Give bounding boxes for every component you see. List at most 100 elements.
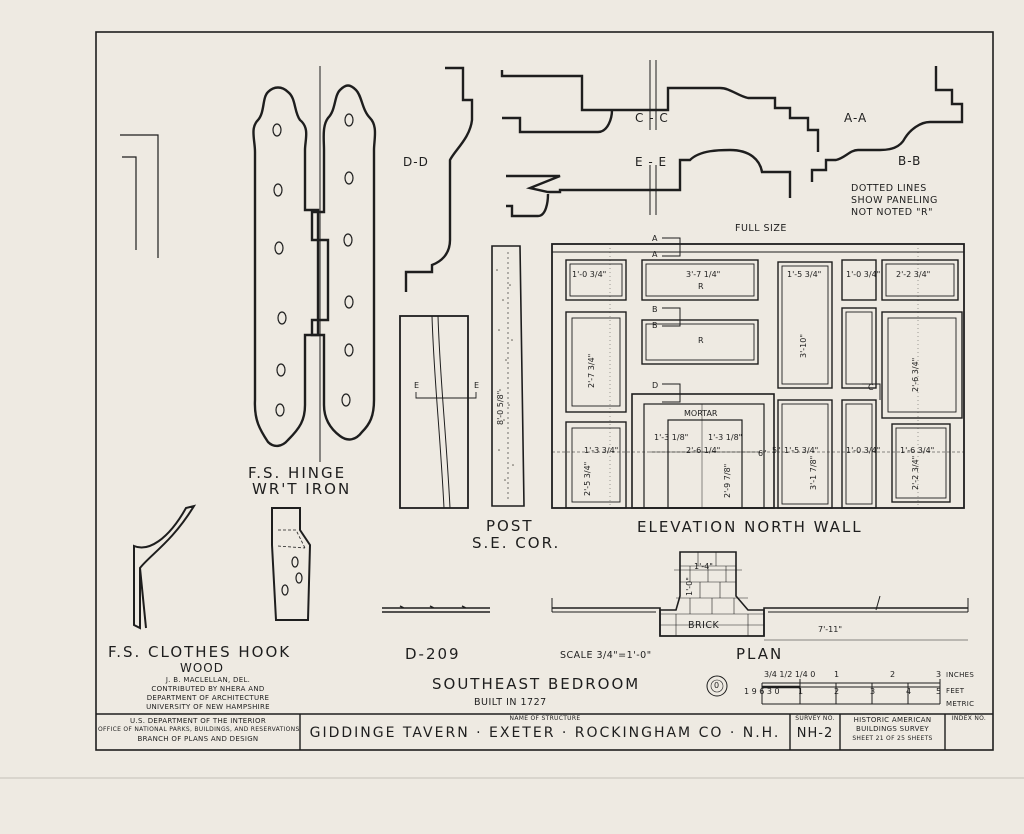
outer-border bbox=[95, 31, 994, 751]
hinge-left-strap bbox=[252, 86, 320, 448]
agency-line-3: BRANCH OF PLANS AND DESIGN bbox=[137, 735, 259, 743]
dim-top-panel-mid-right: 1'-5 3/4" bbox=[787, 270, 822, 279]
credit-university: UNIVERSITY OF NEW HAMPSHIRE bbox=[146, 703, 270, 711]
credit-contributor: CONTRIBUTED BY NHERA AND bbox=[151, 685, 265, 693]
scale-inch-3: 3 bbox=[936, 670, 942, 679]
clothes-hook-material: WOOD bbox=[180, 661, 224, 675]
dim-left-panel-height: 2'-7 3/4" bbox=[587, 353, 596, 388]
sheet-number: SHEET 21 OF 25 SHEETS bbox=[852, 735, 933, 742]
hinge-material: WR'T IRON bbox=[252, 480, 352, 498]
agency-line-2: OFFICE OF NATIONAL PARKS, BUILDINGS, AND… bbox=[98, 726, 300, 733]
dim-plan-length: 7'-11" bbox=[818, 625, 843, 634]
elevation-title: ELEVATION NORTH WALL bbox=[637, 518, 863, 536]
dim-post-height: 8'-0 5/8" bbox=[496, 390, 505, 425]
dim-chimney-width: 1'-4" bbox=[694, 562, 713, 571]
dim-mortar-right: 1'-3 1/8" bbox=[708, 433, 743, 442]
hinge-nail-holes bbox=[272, 113, 354, 417]
dotted-note-line-1: DOTTED LINES bbox=[851, 183, 927, 194]
habs-seal-text: 0 bbox=[714, 681, 720, 690]
marker-d: D bbox=[652, 381, 659, 390]
section-dd-profile bbox=[404, 66, 474, 292]
scale-feet-3: 3 bbox=[870, 687, 876, 696]
scale-feet-2: 2 bbox=[834, 687, 840, 696]
elevation-north-wall bbox=[551, 237, 965, 509]
habs-seal bbox=[706, 675, 728, 697]
full-size-note: FULL SIZE bbox=[735, 223, 787, 234]
dim-top-panel-right-small: 1'-0 3/4" bbox=[846, 270, 881, 279]
panel-r-mid: R bbox=[698, 336, 704, 345]
dim-mid-panel-height: 3'-10" bbox=[799, 333, 808, 358]
dim-fireplace-width: 2'-6 1/4" bbox=[686, 446, 721, 455]
dim-lower-panel-height: 3'-1 7/8" bbox=[809, 455, 818, 490]
brick-coursing bbox=[660, 552, 764, 636]
section-aa-bb-profile bbox=[810, 66, 964, 182]
survey-number: NH-2 bbox=[796, 726, 834, 741]
section-cc-label: C - C bbox=[635, 111, 669, 125]
dim-fireplace-height: 2'-9 7/8" bbox=[723, 463, 732, 498]
chimney-plan bbox=[659, 551, 765, 637]
habs-line-2: BUILDINGS SURVEY bbox=[855, 725, 929, 733]
dim-right-lower-height: 2'-2 3/4" bbox=[911, 455, 920, 490]
plan-scale: SCALE 3/4"=1'-0" bbox=[560, 650, 652, 661]
dim-lower-mid-width: 1'-5 3/4" bbox=[784, 446, 819, 455]
scale-feet-label: FEET bbox=[946, 687, 965, 695]
dim-lower-right-width: 1'-0 3/4" bbox=[846, 446, 881, 455]
habs-line-1: HISTORIC AMERICAN bbox=[853, 716, 932, 724]
marker-e-right: E bbox=[474, 381, 480, 390]
corner-profile bbox=[120, 134, 159, 258]
graphic-scale bbox=[706, 675, 941, 705]
scale-feet-5: 5 bbox=[936, 687, 942, 696]
clothes-hook-side bbox=[133, 504, 197, 630]
marker-b-bottom: B bbox=[652, 321, 658, 330]
scale-inch-1: 1 bbox=[834, 670, 840, 679]
door-panel bbox=[399, 315, 469, 509]
scale-inch-fractions: 3/4 1/2 1/4 0 bbox=[764, 670, 816, 679]
section-cc-profile bbox=[500, 70, 820, 152]
marker-b-top: B bbox=[652, 305, 658, 314]
index-number-label: INDEX NO. bbox=[951, 715, 987, 722]
marker-e-left: E bbox=[414, 381, 420, 390]
post-outline bbox=[491, 245, 525, 507]
marker-c: C bbox=[868, 383, 874, 392]
dim-top-panel-right: 2'-2 3/4" bbox=[896, 270, 931, 279]
structure-name: GIDDINGE TAVERN · EXETER · ROCKINGHAM CO… bbox=[309, 725, 781, 741]
agency-line-1: U.S. DEPARTMENT OF THE INTERIOR bbox=[130, 717, 266, 725]
dotted-note-line-3: NOT NOTED "R" bbox=[851, 207, 933, 218]
credit-delineator: J. B. MACLELLAN, DEL. bbox=[165, 676, 251, 684]
dim-gap-6: 6" bbox=[758, 449, 767, 458]
built-date: BUILT IN 1727 bbox=[474, 697, 547, 708]
hook-hole-2 bbox=[295, 572, 303, 584]
dim-lower-left-height: 2'-5 3/4" bbox=[583, 461, 592, 496]
scale-feet-4: 4 bbox=[906, 687, 912, 696]
post-title: POST bbox=[486, 517, 534, 535]
scale-feet-1: 1 bbox=[798, 687, 804, 696]
dim-right-panel-height: 2'-6 3/4" bbox=[911, 357, 920, 392]
hinge-right-strap bbox=[310, 84, 377, 441]
mortar-label: MORTAR bbox=[684, 409, 718, 418]
dim-chimney-depth: 1'-0" bbox=[685, 577, 694, 596]
scale-inch-2: 2 bbox=[890, 670, 896, 679]
dim-lower-left-width: 1'-3 3/4" bbox=[584, 446, 619, 455]
section-bb-label: B-B bbox=[898, 154, 922, 168]
section-dd-label: D-D bbox=[403, 155, 429, 169]
panel-r-top: R bbox=[698, 282, 704, 291]
moulding-d209 bbox=[382, 605, 490, 613]
clothes-hook-front bbox=[271, 507, 312, 621]
moulding-title: D-209 bbox=[405, 645, 461, 663]
plan-title: PLAN bbox=[736, 645, 784, 663]
dim-gap-5: 5" bbox=[772, 446, 781, 455]
survey-number-label: SURVEY NO. bbox=[795, 715, 835, 722]
room-title: SOUTHEAST BEDROOM bbox=[432, 675, 641, 693]
hinge-title: F.S. HINGE bbox=[248, 464, 347, 482]
fireplace-opening bbox=[667, 419, 743, 509]
post-stipple bbox=[496, 269, 514, 481]
dim-top-panel-mid: 3'-7 1/4" bbox=[686, 270, 721, 279]
marker-a-top: A bbox=[652, 234, 658, 243]
clothes-hook-title: F.S. CLOTHES HOOK bbox=[108, 643, 292, 661]
credit-department: DEPARTMENT OF ARCHITECTURE bbox=[146, 694, 270, 702]
post-location: S.E. COR. bbox=[472, 534, 561, 552]
scale-metric-label: METRIC bbox=[946, 700, 975, 708]
hook-hole-1 bbox=[291, 556, 299, 568]
